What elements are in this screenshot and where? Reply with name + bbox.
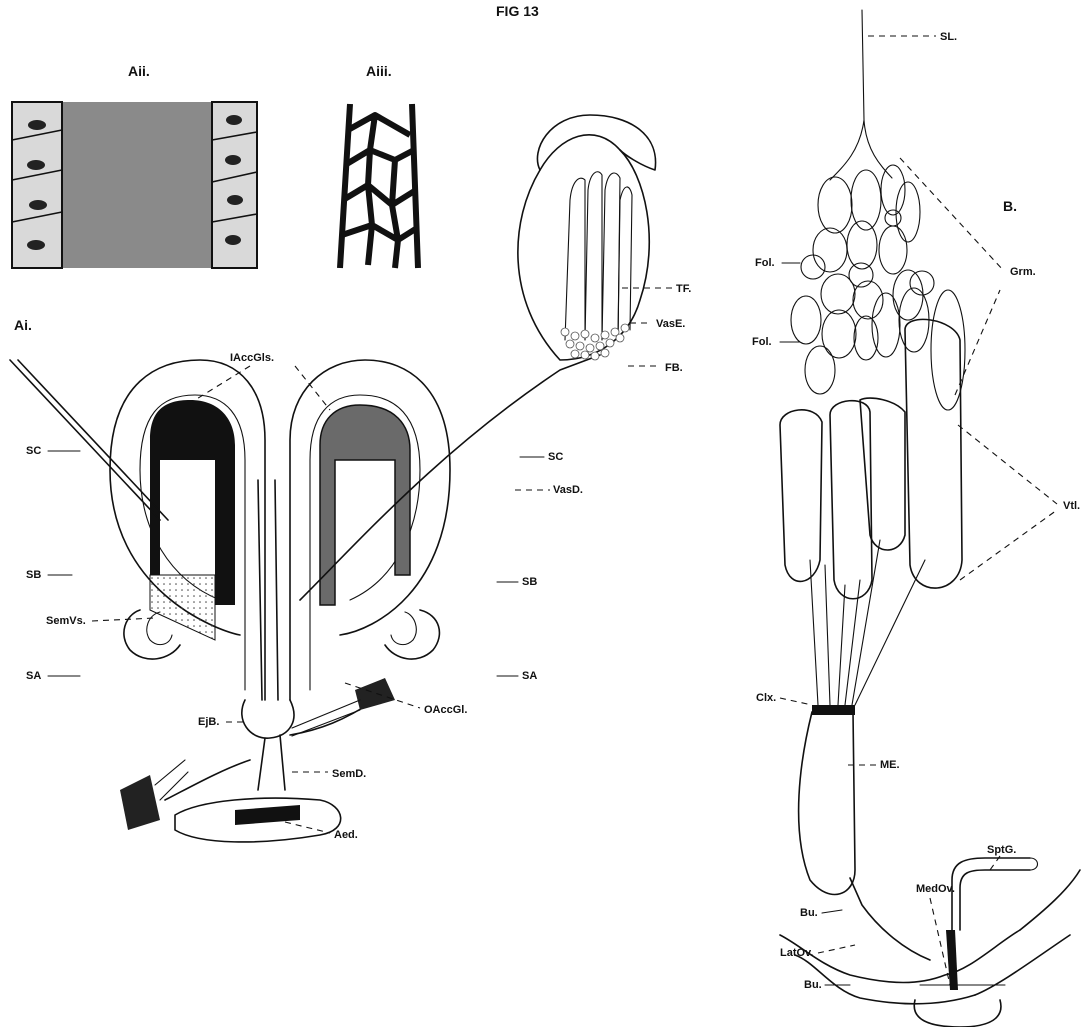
label-ejb: EjB. [198,716,219,728]
label-clx: Clx. [756,692,776,704]
label-sl: SL. [940,31,957,43]
calyx [812,705,855,715]
ovariole-diagram [780,10,1080,1027]
panel-aii-micrograph [12,102,257,268]
panel-label-ai: Ai. [14,317,32,333]
panel-label-aii: Aii. [128,63,150,79]
panel-label-b: B. [1003,198,1017,214]
label-tf: TF. [676,283,691,295]
figure-title: FIG 13 [496,3,539,19]
label-semvs: SemVs. [46,615,86,627]
panel-aiii-network [340,104,418,268]
label-medov: MedOv. [916,883,955,895]
label-vtl: Vtl. [1063,500,1080,512]
label-sa-left: SA [26,670,41,682]
label-fb: FB. [665,362,683,374]
panel-label-aiii: Aiii. [366,63,392,79]
label-latov: LatOv. [780,947,813,959]
label-bu-2: Bu. [804,979,822,991]
label-vase: VasE. [656,318,685,330]
muscle-bundle-right [355,678,395,710]
median-egg [799,712,855,894]
label-fol-2: Fol. [752,336,772,348]
label-fol-1: Fol. [755,257,775,269]
label-oaccgl: OAccGl. [424,704,467,716]
left-seminal-vesicle-dark [150,400,235,605]
label-grm: Grm. [1010,266,1036,278]
label-sptg: SptG. [987,844,1016,856]
ai-labels: SC SB SemVs. SA IAccGls. SC VasD. SB SA … [26,283,691,841]
label-semd: SemD. [332,768,366,780]
label-sc-left: SC [26,445,41,457]
label-sc-right: SC [548,451,563,463]
right-seminal-vesicle-shaded [320,405,410,605]
label-iaccgls: IAccGls. [230,352,274,364]
male-reproductive-diagram [10,355,600,842]
label-bu-1: Bu. [800,907,818,919]
label-sa-right: SA [522,670,537,682]
ejaculatory-bulb [242,700,294,738]
label-me: ME. [880,759,900,771]
label-sb-left: SB [26,569,41,581]
label-sb-right: SB [522,576,537,588]
label-aed: Aed. [334,829,358,841]
label-vasd: VasD. [553,484,583,496]
muscle-bundle-left [120,775,160,830]
